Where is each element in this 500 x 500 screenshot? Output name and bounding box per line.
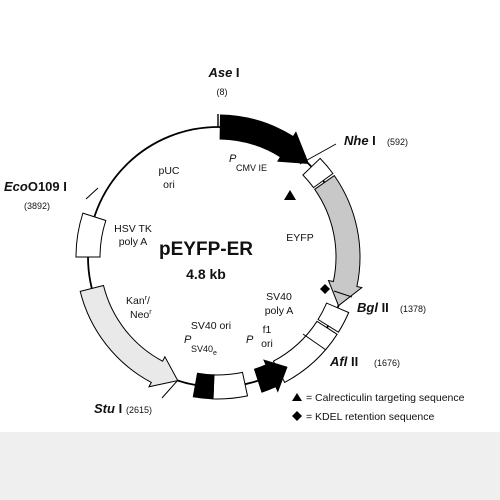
bgl-site-position: (1378) xyxy=(400,304,426,314)
plasmid-size: 4.8 kb xyxy=(186,266,226,282)
eco-tick xyxy=(85,187,99,200)
bottom-strip xyxy=(0,432,500,500)
nhe-site-position: (592) xyxy=(387,137,408,147)
pcmv-sub-label: CMV IE xyxy=(236,163,267,173)
nhe-tick xyxy=(299,143,337,165)
eyfp-label: EYFP xyxy=(286,232,313,244)
ase-site-label: Ase I xyxy=(207,65,239,80)
afl-tick xyxy=(302,333,327,351)
p-promoter-arrow xyxy=(253,359,288,393)
sv40-ori-label: SV40 ori xyxy=(191,320,231,332)
kan-label: Kanr/ xyxy=(126,295,150,307)
psv40e-promoter-block xyxy=(192,372,215,400)
kdel-diamond-marker xyxy=(320,284,330,294)
hsv-polya-label: poly A xyxy=(119,236,148,248)
afl-site-label: Afl II xyxy=(329,354,358,369)
stu-site-label: Stu I xyxy=(94,401,122,416)
f1-ori-label: ori xyxy=(261,338,273,350)
pcmv-promoter-arrow xyxy=(219,114,310,165)
stu-site-position: (2615) xyxy=(126,405,152,415)
f1-label: f1 xyxy=(263,324,272,336)
calreticulin-triangle-marker xyxy=(284,190,296,200)
neo-label: Neor xyxy=(130,309,152,321)
puc-label: pUC xyxy=(158,165,179,177)
ase-site-position: (8) xyxy=(217,87,228,97)
feature-arrows xyxy=(75,114,363,400)
psv40e-sub-label: SV40e xyxy=(191,344,217,357)
nhe-site-label: Nhe I xyxy=(344,133,376,148)
psv40e-label: P xyxy=(184,334,192,346)
sv40-polya-box xyxy=(317,302,350,333)
p-promoter-label: P xyxy=(246,334,254,346)
calreticulin-signal-box xyxy=(302,157,334,189)
legend-diamond-text: = KDEL retention sequence xyxy=(306,411,434,423)
eco-site-position: (3892) xyxy=(24,201,50,211)
hsv-label: HSV TK xyxy=(114,223,152,235)
eco-site-label: EcoO109 I xyxy=(4,179,67,194)
legend-triangle-icon xyxy=(292,393,302,401)
puc-ori-label: ori xyxy=(163,179,175,191)
pcmv-label: P xyxy=(229,153,237,165)
bgl-site-label: Bgl II xyxy=(357,300,389,315)
afl-site-position: (1676) xyxy=(374,358,400,368)
plasmid-name: pEYFP-ER xyxy=(159,239,253,260)
sv40-polya-label-1: SV40 xyxy=(266,291,292,303)
eyfp-arrow xyxy=(314,174,363,307)
sv40-polya-label-2: poly A xyxy=(265,305,294,317)
stu-tick xyxy=(161,379,179,399)
legend-triangle-text: = Calrecticulin targeting sequence xyxy=(306,392,465,404)
legend-diamond-icon xyxy=(292,411,302,421)
bgl-tick xyxy=(333,290,353,298)
hsv-tk-polya-box xyxy=(75,212,107,258)
sv40-ori-box xyxy=(212,371,249,400)
